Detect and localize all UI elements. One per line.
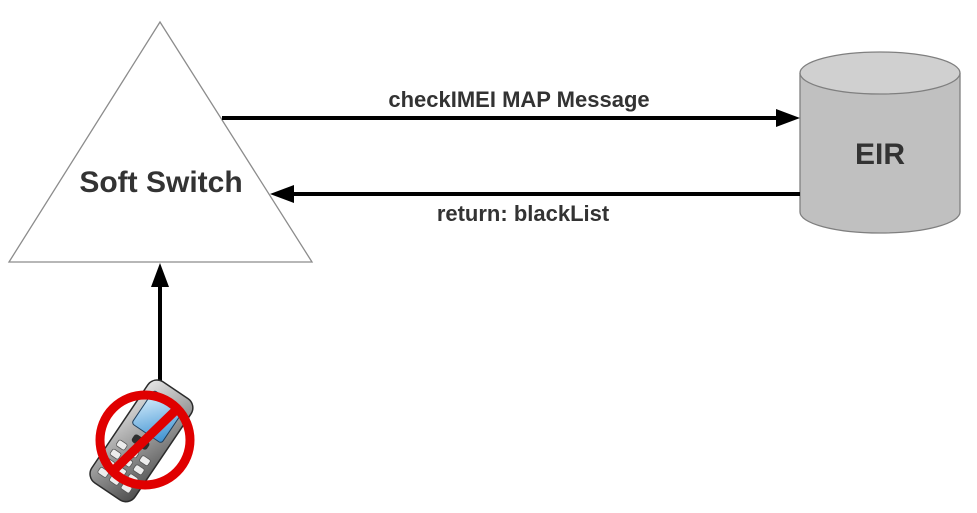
eir-cylinder-body (799, 73, 961, 234)
return-blacklist-label: return: blackList (437, 201, 610, 226)
return-blacklist-arrow: return: blackList (270, 185, 800, 226)
eir-label: EIR (855, 138, 905, 171)
soft-switch-label: Soft Switch (79, 166, 242, 199)
check-imei-label: checkIMEI MAP Message (388, 87, 649, 112)
check-imei-arrow: checkIMEI MAP Message (222, 87, 800, 127)
check-imei-arrowhead (776, 109, 800, 127)
handset-arrowhead (151, 263, 169, 287)
prohibition-sign-icon (95, 390, 195, 490)
blocked-mobile-phone-icon (89, 379, 195, 503)
soft-switch-node: Soft Switch (7, 20, 314, 263)
eir-cylinder-top (799, 51, 961, 95)
soft-switch-triangle (7, 20, 314, 263)
handset-to-switch-arrow (151, 263, 169, 390)
return-blacklist-arrowhead (270, 185, 294, 203)
eir-node: EIR (799, 51, 961, 234)
